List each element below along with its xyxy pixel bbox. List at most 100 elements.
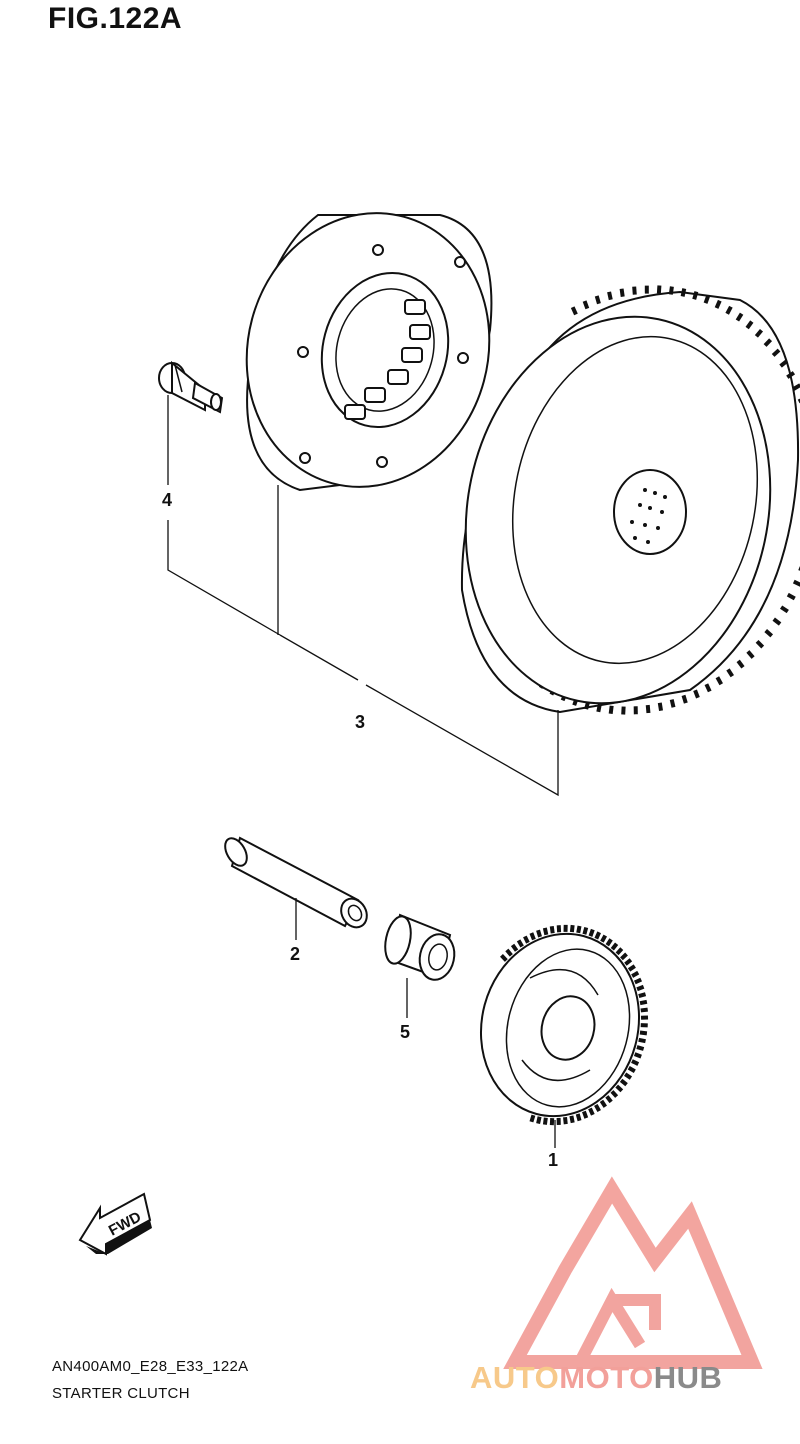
gear-tooth: [725, 305, 733, 315]
gear-tooth: [703, 295, 711, 304]
part-5-bushing[interactable]: [381, 913, 458, 983]
gear-tooth: [594, 295, 601, 305]
gear-tooth: [615, 1084, 624, 1093]
gear-tooth: [627, 964, 636, 972]
gear-tooth: [771, 348, 781, 357]
watermark-logo-icon: [503, 1176, 763, 1369]
gear-tooth: [636, 984, 645, 992]
gear-tooth: [704, 683, 712, 693]
callout-3: 3: [355, 712, 366, 732]
gear-tooth: [726, 668, 734, 678]
gear-tooth: [510, 943, 519, 952]
gear-tooth: [645, 704, 651, 714]
gear-tooth: [575, 1113, 582, 1122]
gear-tooth: [764, 629, 774, 638]
gear-tooth: [610, 942, 619, 951]
gear-tooth: [714, 299, 722, 309]
gear-tooth: [745, 320, 754, 330]
gear-tooth: [624, 958, 633, 966]
gear-tooth: [570, 306, 578, 316]
gear-tooth: [529, 1114, 536, 1123]
gear-tooth: [632, 286, 637, 295]
gear-tooth: [607, 291, 613, 301]
gear-tooth: [636, 1045, 645, 1051]
gear-tooth: [669, 699, 676, 708]
gear-tooth: [594, 931, 601, 940]
watermark-auto: AUTO: [470, 1360, 560, 1395]
gear-tooth: [599, 1099, 607, 1108]
watermark-moto: MOTO: [559, 1360, 654, 1395]
gear-tooth: [627, 1066, 636, 1073]
gear-tooth: [680, 288, 687, 297]
gear-tooth: [620, 952, 628, 961]
gear-tooth: [619, 1078, 628, 1087]
idle-gear-teeth: [500, 924, 649, 1126]
part-4-bolt[interactable]: [158, 360, 224, 414]
gear-tooth: [692, 291, 699, 300]
gear-tooth: [605, 938, 613, 947]
gear-tooth: [610, 1090, 619, 1098]
gear-tooth: [681, 694, 688, 704]
callout-1: 1: [548, 1150, 559, 1170]
gear-tooth: [523, 935, 530, 944]
gear-tooth: [786, 371, 796, 379]
part-3-clutch-housing[interactable]: [216, 186, 519, 515]
gear-tooth: [542, 1117, 548, 1125]
gear-tooth: [639, 999, 648, 1006]
gear-tooth: [588, 1107, 595, 1116]
gear-tooth: [582, 300, 590, 310]
gear-tooth: [746, 650, 755, 659]
gear-tooth: [596, 703, 602, 713]
gear-tooth: [735, 312, 744, 322]
gear-tooth: [536, 1116, 542, 1124]
gear-tooth: [633, 977, 643, 985]
watermark-hub: HUB: [653, 1360, 723, 1395]
gear-tooth: [631, 970, 640, 978]
gear-tooth: [582, 926, 589, 935]
gear-tooth: [755, 639, 765, 649]
gear-tooth: [576, 925, 582, 934]
gear-tooth: [668, 286, 674, 295]
callout-2: 2: [290, 944, 301, 964]
part-1-idle-gear[interactable]: [461, 916, 659, 1134]
gear-tooth: [779, 359, 789, 368]
gear-tooth: [772, 617, 782, 626]
gear-tooth: [792, 383, 800, 391]
gear-tooth: [631, 1059, 640, 1066]
gear-tooth: [505, 948, 513, 957]
gear-tooth: [624, 1072, 633, 1080]
gear-tooth: [582, 1110, 589, 1119]
gear-tooth: [569, 1115, 575, 1124]
gear-tooth: [657, 702, 664, 712]
gear-tooth: [588, 928, 595, 937]
gear-tooth: [605, 1095, 613, 1104]
figure-subtitle: STARTER CLUTCH: [52, 1385, 190, 1402]
gear-tooth: [633, 1052, 642, 1059]
gear-tooth: [638, 992, 647, 999]
gear-tooth: [786, 592, 796, 601]
gear-tooth: [754, 328, 764, 338]
gear-tooth: [763, 338, 773, 347]
gear-tooth: [615, 947, 624, 956]
gear-tooth: [594, 1103, 601, 1113]
watermark-wordmark: AUTOMOTOHUB: [470, 1360, 722, 1396]
gear-tooth: [640, 1007, 648, 1013]
gear-tooth: [656, 285, 662, 294]
gear-tooth: [715, 676, 723, 686]
fwd-arrow-icon: FWD: [78, 1192, 152, 1256]
part-2-shaft[interactable]: [221, 835, 372, 932]
gear-tooth: [693, 689, 700, 699]
callout-5: 5: [400, 1022, 411, 1042]
clutch-rollers: [344, 299, 431, 420]
gear-tooth: [563, 1116, 568, 1125]
gear-tooth: [516, 939, 524, 948]
gear-tooth: [529, 932, 536, 941]
flywheel-hub-holes: [630, 488, 667, 544]
callout-4: 4: [162, 490, 173, 510]
part-3-flywheel-gear[interactable]: [431, 285, 800, 732]
gear-tooth: [608, 705, 614, 714]
gear-tooth: [619, 288, 625, 297]
gear-tooth: [638, 1037, 646, 1044]
gear-tooth: [536, 929, 542, 938]
